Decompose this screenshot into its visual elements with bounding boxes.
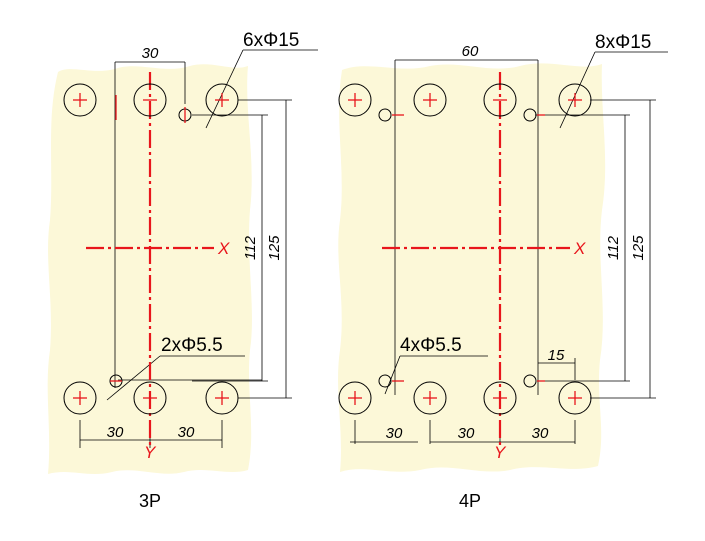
caption-4p: 4P (459, 491, 481, 511)
dim-top-3p: 30 (142, 45, 159, 62)
small-hole (109, 374, 123, 388)
dim-top-4p: 60 (462, 43, 479, 60)
dim-125-3p: 125 (266, 235, 283, 261)
x-axis-label: X (573, 239, 586, 258)
large-hole (413, 83, 447, 117)
large-hole (63, 83, 97, 117)
dim-15-4p: 15 (548, 347, 565, 364)
leader-line (106, 355, 161, 401)
dim-bottom-left-3p: 30 (107, 424, 124, 441)
large-hole (338, 83, 372, 117)
large-hole (133, 381, 167, 415)
callout-6-holes: 6xΦ15 (243, 30, 299, 51)
large-hole (205, 381, 239, 415)
y-axis-label: Y (494, 443, 507, 462)
dim-bottom-right-4p: 30 (532, 425, 549, 442)
plate-3p: 30 6xΦ15 112 125 2xΦ5.5 30 30 X Y (47, 30, 318, 511)
dim-bottom-right-3p: 30 (178, 424, 195, 441)
y-axis-label: Y (144, 443, 157, 462)
callout-8-holes: 8xΦ15 (595, 32, 651, 53)
large-hole (338, 381, 372, 415)
callout-4-small-holes: 4xΦ5.5 (400, 335, 462, 356)
caption-3p: 3P (139, 491, 161, 511)
large-hole (133, 83, 167, 117)
small-hole (523, 108, 545, 122)
dim-112-3p: 112 (242, 235, 259, 260)
plate-4p: 60 8xΦ15 112 125 15 4xΦ5.5 30 30 30 (338, 32, 668, 511)
large-hole (558, 381, 592, 415)
dim-bottom-middle-4p: 30 (458, 425, 475, 442)
large-hole (205, 83, 239, 117)
dim-bottom-left-4p: 30 (386, 425, 403, 442)
dim-112-4p: 112 (605, 235, 622, 260)
small-hole (178, 107, 192, 123)
large-hole (483, 381, 517, 415)
large-hole (558, 83, 592, 117)
dim-125-4p: 125 (630, 235, 647, 261)
leader-line (384, 355, 401, 395)
small-hole (378, 374, 404, 388)
large-hole (483, 83, 517, 117)
x-axis-label: X (217, 239, 230, 258)
callout-2-small-holes: 2xΦ5.5 (161, 335, 223, 356)
small-hole (378, 108, 404, 122)
small-hole (523, 374, 545, 388)
large-hole (63, 381, 97, 415)
large-hole (413, 381, 447, 415)
